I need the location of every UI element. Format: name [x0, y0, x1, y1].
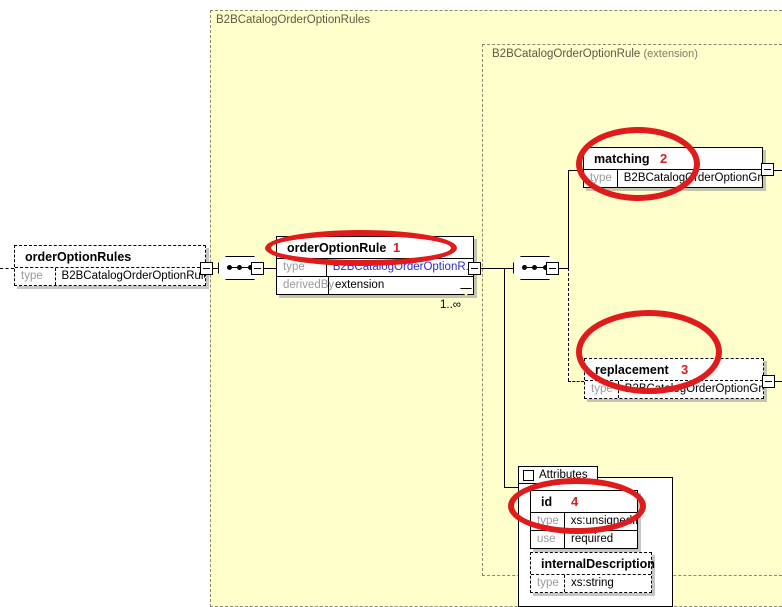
line-branch-to-matching: [568, 170, 583, 171]
group-inner-title: B2BCatalogOrderOptionRule: [492, 48, 641, 60]
row-key-type: type: [277, 259, 327, 276]
annotation-number-1: 1: [393, 240, 401, 255]
group-outer-title: B2BCatalogOrderOptionRules: [216, 14, 371, 26]
node-name-orderoptionrule: orderOptionRule: [287, 241, 387, 255]
row-key-use: use: [531, 531, 565, 548]
node-row-type: type B2BCatalogOrderOptionGroup: [585, 380, 763, 398]
row-key-type: type: [531, 575, 565, 592]
collapse-icon-seq2[interactable]: [546, 262, 559, 275]
node-replacement[interactable]: replacement 3 type B2BCatalogOrderOption…: [584, 358, 764, 399]
collapse-icon-matching[interactable]: [761, 163, 774, 176]
row-value-type: B2BCatalogOrderOptionGroup: [624, 383, 763, 395]
line-branch-down-to-replacement: [568, 268, 569, 381]
collapse-icon-replacement[interactable]: [762, 375, 775, 388]
row-value-derivedby: extension: [335, 279, 385, 291]
entry-stub-line: [0, 268, 14, 269]
node-name-replacement: replacement: [595, 363, 669, 377]
cardinality-arrow: [460, 289, 472, 296]
line-branch-to-replacement: [568, 381, 584, 382]
row-key-type: type: [585, 381, 619, 398]
node-row-use: use required: [531, 530, 637, 548]
row-key-type: type: [531, 513, 565, 530]
line-matching-right-stub: [774, 170, 782, 171]
node-name-matching: matching: [594, 152, 650, 166]
cardinality-label-orderoptionrule: 1..∞: [440, 299, 461, 311]
row-key-type: type: [584, 170, 618, 187]
node-row-derivedby: derivedBy extension: [277, 276, 473, 294]
attributes-checkbox-icon[interactable]: [523, 469, 534, 481]
node-name-id: id: [541, 495, 553, 509]
group-label-outer: B2BCatalogOrderOptionRules: [216, 14, 370, 26]
sequence-dots: [227, 265, 253, 270]
attributes-panel-header[interactable]: Attributes: [518, 466, 598, 484]
line-seq2-out: [559, 268, 568, 269]
group-b2bcatalogorderoptionrules: [210, 10, 782, 607]
attributes-panel-label: Attributes: [539, 469, 588, 481]
row-value-type: xs:string: [571, 577, 614, 589]
line-orderoptionrule-to-seq2: [481, 268, 517, 269]
node-row-type: type B2BCatalogOrderOptionGroup: [584, 169, 762, 187]
row-key-derivedby: derivedBy: [277, 277, 334, 294]
row-value-type: xs:unsignedInt: [570, 515, 637, 527]
annotation-number-2: 2: [660, 151, 668, 166]
node-title-id: id 4: [531, 491, 637, 512]
line-into-attributes: [504, 487, 526, 488]
row-value-use: required: [571, 533, 614, 545]
node-title-replacement: replacement 3: [585, 359, 763, 380]
line-down-to-attributes: [504, 268, 505, 487]
annotation-number-3: 3: [681, 362, 689, 377]
node-attribute-internaldescription[interactable]: internalDescription type xs:string: [530, 552, 655, 593]
line-branch-up-to-matching: [568, 170, 569, 269]
node-attribute-id[interactable]: id 4 type xs:unsignedInt use required: [530, 490, 638, 549]
group-label-inner: B2BCatalogOrderOptionRule (extension): [492, 48, 698, 60]
node-title-orderoptionrule: orderOptionRule 1: [277, 237, 473, 258]
collapse-icon-orderoptionrule[interactable]: [468, 262, 481, 275]
row-value-type: B2BCatalogOrderOptionRules: [61, 270, 205, 282]
annotation-number-4: 4: [571, 494, 579, 509]
node-orderoptionrule[interactable]: orderOptionRule 1 type B2BCatalogOrderOp…: [276, 236, 474, 295]
sequence-dots: [522, 265, 548, 270]
node-matching[interactable]: matching 2 type B2BCatalogOrderOptionGro…: [583, 147, 763, 188]
collapse-icon-seq1[interactable]: [251, 262, 264, 275]
node-row-type: type xs:unsignedInt: [531, 512, 637, 530]
line-replacement-right-stub: [775, 381, 782, 382]
group-inner-suffix: (extension): [643, 48, 698, 60]
node-row-type: type B2BCatalogOrderOptionR...: [277, 258, 473, 276]
row-key-type: type: [15, 268, 56, 285]
line-seq1-to-orderoptionrule: [264, 268, 276, 269]
node-title-internaldescription: internalDescription: [541, 557, 655, 571]
node-title-matching: matching 2: [584, 148, 762, 169]
row-value-type: B2BCatalogOrderOptionGroup: [623, 172, 762, 184]
node-orderoptionrules[interactable]: orderOptionRules type B2BCatalogOrderOpt…: [14, 245, 206, 286]
node-row-type: type xs:string: [531, 574, 651, 592]
node-title-orderoptionrules: orderOptionRules: [25, 250, 132, 264]
row-value-type[interactable]: B2BCatalogOrderOptionR...: [332, 261, 473, 273]
collapse-icon-orderoptionrules[interactable]: [200, 262, 213, 275]
node-row-type: type B2BCatalogOrderOptionRules: [15, 267, 205, 285]
